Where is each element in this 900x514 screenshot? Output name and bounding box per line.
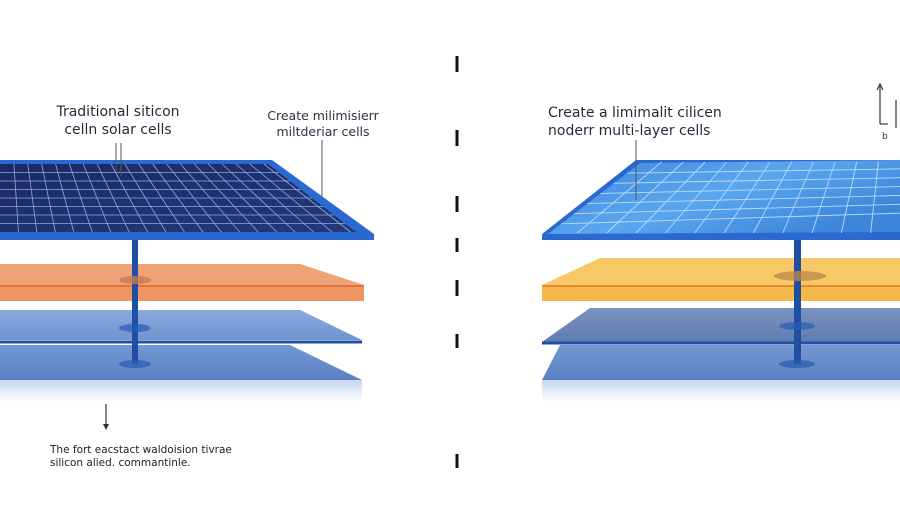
down-arrow-icon (103, 404, 109, 430)
leader-lines (115, 140, 637, 200)
right-yellow-layer (542, 258, 900, 285)
left-grid-col-line (27, 163, 38, 233)
right-base-layer (542, 345, 900, 380)
left-grid-col-line (221, 163, 296, 233)
right-grid-col-line (664, 161, 728, 234)
left-grid-col-line (82, 163, 112, 233)
left-title-line2: celln solar cells (64, 122, 172, 138)
right-grey-layer (542, 308, 900, 342)
right-title-line2: noderr multi-layer cells (548, 123, 711, 139)
left-pillar-joint-3 (119, 360, 151, 368)
right-pillar-joint-1 (774, 271, 826, 281)
right-pillar (794, 238, 801, 364)
left-title-line1: Traditional siticon (56, 104, 180, 120)
left-pillar-joint-1 (119, 276, 151, 284)
right-title-line1: Create a limimalit cilicen (548, 105, 722, 121)
left-grid-col-line (194, 163, 259, 233)
corner-mark: b (882, 132, 888, 142)
footnote-line2: silicon alied. commantinle. (50, 457, 191, 469)
left-grid-col-line (208, 163, 277, 233)
left-grid-col-line (124, 163, 167, 233)
right-grid-col-line (840, 161, 858, 234)
right-grid-col-line (694, 161, 749, 234)
right-grid-col-line (782, 161, 814, 234)
left-base-shadow (0, 380, 362, 402)
left-pillar-joint-2 (119, 324, 151, 332)
footnote-line1: The fort eacstact waldoision tivrae (50, 444, 232, 456)
left-grid-col-line (55, 163, 75, 233)
left-grid-col-line (13, 163, 19, 233)
left-blue-layer (0, 310, 362, 340)
right-layer-stack (542, 160, 900, 402)
left-grid-col-line (96, 163, 130, 233)
right-grid-col-line (811, 161, 836, 234)
left-panel-cell-grid (0, 163, 351, 233)
right-pillar-joint-2 (779, 322, 815, 330)
footnote: The fort eacstact waldoision tivrae sili… (50, 444, 232, 470)
left-grid-col-line (166, 163, 222, 233)
left-grid-col-line (69, 163, 93, 233)
right-grid-col-line (870, 161, 879, 234)
right-pillar-joint-3 (779, 360, 815, 368)
right-grid-col-line (635, 161, 706, 234)
right-grid-row-line (561, 212, 900, 225)
right-yellow-front (542, 285, 900, 301)
left-grid-col-line (41, 163, 56, 233)
mid-title: Create milimisierr miltderiar cells (263, 108, 383, 140)
right-grid-col-line (606, 161, 684, 234)
left-title: Traditional siticon celln solar cells (54, 103, 182, 139)
right-grid-col-line (752, 161, 793, 234)
left-grid-col-line (263, 163, 351, 233)
right-title: Create a limimalit cilicen noderr multi-… (548, 104, 722, 140)
left-grid-col-line (235, 163, 314, 233)
left-orange-layer (0, 264, 364, 285)
left-base-layer (0, 345, 362, 380)
right-base-shadow (542, 380, 900, 402)
left-pillar (132, 238, 138, 364)
left-orange-front (0, 285, 364, 301)
mid-title-line2: miltderiar cells (276, 124, 370, 139)
left-layer-stack (0, 160, 374, 402)
mid-title-line1: Create milimisierr (267, 108, 379, 123)
left-grid-col-line (249, 163, 333, 233)
right-grid-col-line (723, 161, 771, 234)
left-grid-col-line (110, 163, 148, 233)
left-grid-col-line (152, 163, 204, 233)
left-grid-col-line (180, 163, 241, 233)
right-panel-cell-grid (561, 161, 900, 234)
right-grid-col-line (577, 161, 662, 234)
bracket-arrow-icon (876, 82, 897, 128)
left-grid-col-line (138, 163, 185, 233)
